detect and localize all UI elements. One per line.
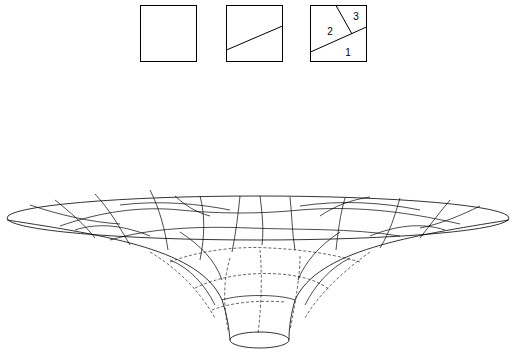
hidden-lines bbox=[150, 248, 370, 334]
top-rim bbox=[7, 196, 509, 240]
square bbox=[141, 6, 197, 62]
patch-lines bbox=[30, 190, 480, 305]
funnel-surface bbox=[7, 190, 509, 348]
region-number: 2 bbox=[327, 27, 333, 37]
square bbox=[227, 6, 283, 62]
region-number: 3 bbox=[353, 12, 359, 22]
right-profile bbox=[289, 220, 509, 340]
square bbox=[311, 6, 367, 62]
split-line bbox=[336, 6, 352, 35]
bottom-rim bbox=[230, 332, 289, 348]
square-steps bbox=[141, 6, 367, 62]
split-line bbox=[311, 27, 367, 52]
split-line bbox=[227, 26, 283, 50]
region-number: 1 bbox=[345, 48, 351, 58]
